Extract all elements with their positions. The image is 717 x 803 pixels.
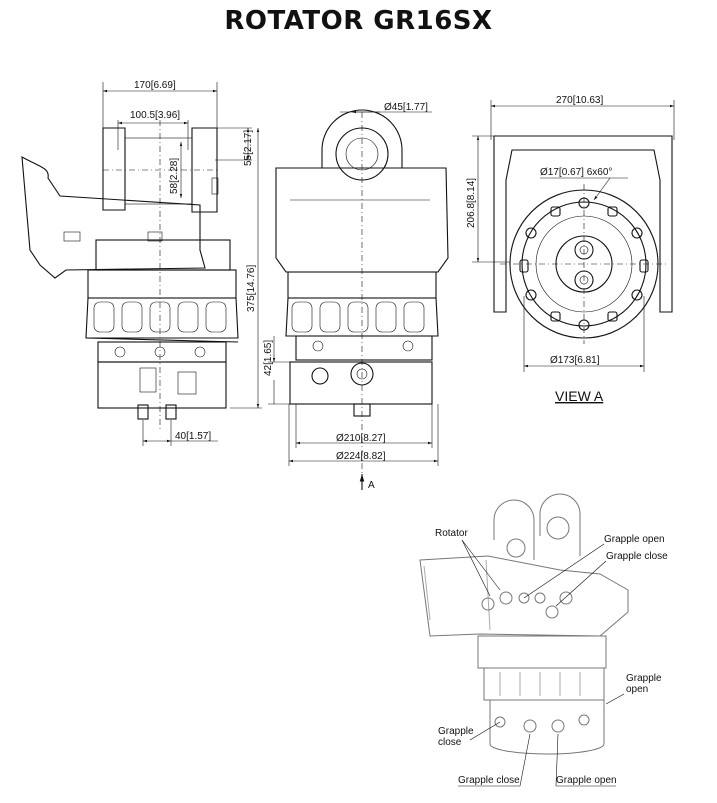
callout-grapple-close-left-1: Grapple [438, 726, 474, 737]
svg-text:Ø17[0.67] 6x60°: Ø17[0.67] 6x60° [540, 167, 612, 178]
dim-view-width-in: 10.63 [575, 95, 600, 106]
svg-text:Ø210[8.27]: Ø210[8.27] [336, 433, 386, 444]
dim-side-inner-in: 3.96 [158, 110, 178, 121]
dim-ear-height: 55 [243, 154, 254, 166]
dim-pin-diameter-in: 1.77 [406, 102, 426, 113]
dim-total-height-in: 14.76 [246, 267, 257, 292]
dim-port-offset: 40 [175, 431, 187, 442]
dim-dia-210-in: 8.27 [363, 433, 383, 444]
dim-bolt-hole: Ø17 [540, 167, 559, 178]
isometric-view: Rotator Grapple open Grapple close Grapp… [419, 493, 668, 787]
dim-dia-224: Ø224 [336, 451, 361, 462]
dim-dia-224-in: 8.82 [363, 451, 383, 462]
callout-grapple-open-right-1: Grapple [626, 673, 662, 684]
svg-text:Ø45[1.77]: Ø45[1.77] [384, 102, 428, 113]
view-a: 270[10.63] 206.8[8.14] [466, 95, 675, 404]
svg-text:100.5[3.96]: 100.5[3.96] [130, 110, 180, 121]
svg-text:Ø173[6.81]: Ø173[6.81] [550, 355, 600, 366]
side-view: 170[6.69] 100.5[3.96] 58[2.28] [21, 80, 262, 446]
dim-ear-height-in: 2.17 [243, 132, 254, 152]
dim-side-width-in: 6.69 [153, 80, 173, 91]
dim-total-height: 375 [246, 295, 257, 312]
svg-text:170[6.69]: 170[6.69] [134, 80, 176, 91]
drawing-title: ROTATOR GR16SX [224, 6, 493, 36]
dim-side-inner: 100.5 [130, 110, 155, 121]
dim-side-width: 170 [134, 80, 151, 91]
svg-text:55[2.17]: 55[2.17] [243, 130, 254, 166]
dim-ear-hole: 58 [169, 182, 180, 194]
dim-bolt-hole-in: 0.67 [562, 167, 582, 178]
dim-view-height-in: 8.14 [466, 180, 477, 200]
dim-dia-210: Ø210 [336, 433, 361, 444]
callout-grapple-open-bottom: Grapple open [556, 775, 617, 786]
dim-ear-hole-in: 2.28 [169, 160, 180, 180]
callout-grapple-close-left-2: close [438, 737, 462, 748]
front-view: Ø45[1.77] 42[1.65] [263, 102, 449, 491]
dim-port-offset-in: 1.57 [189, 431, 209, 442]
dim-base-height-in: 1.65 [263, 342, 274, 362]
callout-grapple-close-bottom: Grapple close [458, 775, 520, 786]
svg-text:270[10.63]: 270[10.63] [556, 95, 604, 106]
view-arrow-label: A [368, 480, 375, 491]
dim-bolt-circle-in: 6.81 [577, 355, 597, 366]
callout-grapple-open-right-2: open [626, 684, 648, 695]
callout-grapple-open-top: Grapple open [604, 534, 665, 545]
view-a-label: VIEW A [555, 388, 604, 404]
dim-pin-diameter: Ø45 [384, 102, 403, 113]
svg-text:375[14.76]: 375[14.76] [246, 265, 257, 313]
svg-text:40[1.57]: 40[1.57] [175, 431, 211, 442]
callout-rotator: Rotator [435, 528, 468, 539]
dim-view-width: 270 [556, 95, 573, 106]
dim-bolt-pattern: 6x60° [587, 167, 613, 178]
svg-text:206.8[8.14]: 206.8[8.14] [466, 178, 477, 228]
dim-bolt-circle: Ø173 [550, 355, 575, 366]
callout-grapple-close-top: Grapple close [606, 551, 668, 562]
svg-text:42[1.65]: 42[1.65] [263, 340, 274, 376]
svg-text:58[2.28]: 58[2.28] [169, 158, 180, 194]
svg-text:Ø224[8.82]: Ø224[8.82] [336, 451, 386, 462]
dim-view-height: 206.8 [466, 203, 477, 228]
dim-base-height: 42 [263, 364, 274, 376]
